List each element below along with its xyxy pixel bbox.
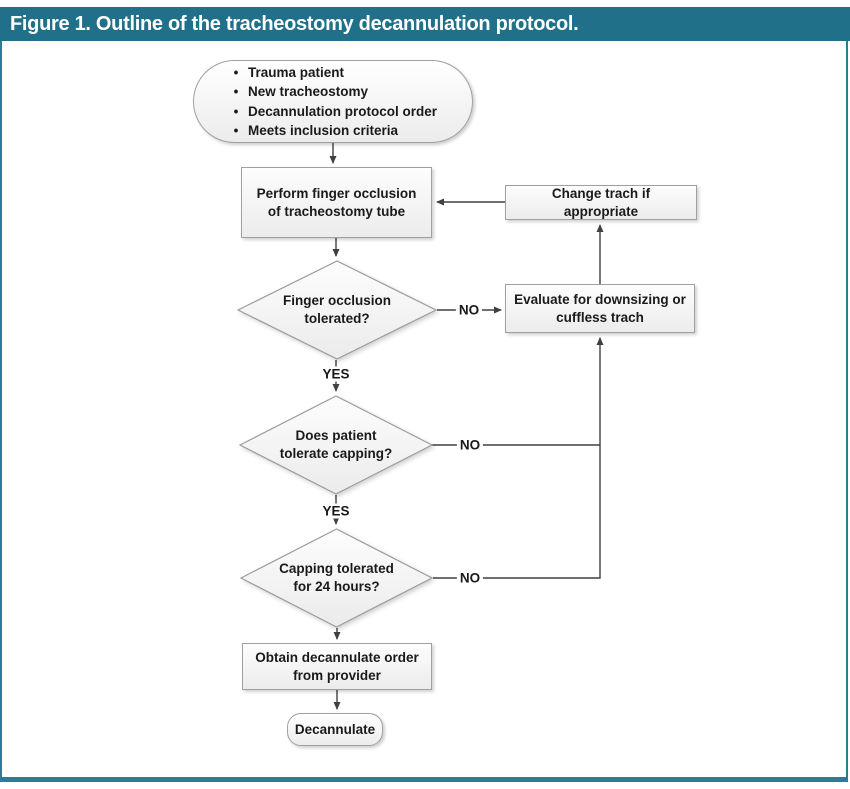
- node-label: Decannulate: [294, 721, 376, 737]
- bullet-icon: •: [233, 123, 239, 138]
- branch-label-no: NO: [455, 302, 483, 318]
- list-item: • Trauma patient: [224, 63, 437, 83]
- branch-label-yes: YES: [319, 366, 353, 382]
- criteria-text: New tracheostomy: [248, 84, 369, 99]
- figure-title: Figure 1. Outline of the tracheostomy de…: [10, 12, 579, 35]
- branch-label-no: NO: [456, 570, 484, 586]
- list-item: • Decannulation protocol order: [224, 102, 437, 122]
- figure-title-bar: Figure 1. Outline of the tracheostomy de…: [0, 7, 850, 41]
- list-item: • Meets inclusion criteria: [224, 121, 437, 141]
- diamond-shape: [239, 395, 433, 495]
- branch-label-yes: YES: [319, 503, 353, 519]
- node-label: Finger occlusion tolerated?: [282, 293, 391, 326]
- process-change-trach: Change trach if appropriate: [505, 185, 697, 220]
- branch-label-no: NO: [456, 437, 484, 453]
- diamond-shape: [240, 528, 433, 628]
- criteria-text: Trauma patient: [248, 64, 345, 80]
- node-label: Does patient tolerate capping?: [279, 428, 393, 461]
- criteria-text: Meets inclusion criteria: [248, 123, 399, 138]
- decision-capping-24h: Capping tolerated for 24 hours?: [240, 528, 433, 628]
- end-decannulate-oval: Decannulate: [287, 713, 383, 746]
- node-label: Perform finger occlusion of tracheostomy…: [256, 185, 417, 219]
- criteria-list: • Trauma patient • New tracheostomy • De…: [224, 63, 437, 141]
- process-obtain-order: Obtain decannulate order from provider: [242, 643, 432, 690]
- criteria-text: Decannulation protocol order: [248, 103, 438, 119]
- process-perform-occlusion: Perform finger occlusion of tracheostomy…: [241, 167, 432, 238]
- bullet-icon: •: [233, 64, 239, 80]
- decision-occlusion-tolerated: Finger occlusion tolerated?: [237, 260, 437, 360]
- diamond-shape: [237, 260, 437, 360]
- bullet-icon: •: [233, 103, 239, 119]
- start-criteria-oval: • Trauma patient • New tracheostomy • De…: [193, 60, 473, 143]
- bullet-icon: •: [233, 84, 239, 99]
- node-label: Evaluate for downsizing or cuffless trac…: [514, 291, 686, 325]
- decision-tolerate-capping: Does patient tolerate capping?: [239, 395, 433, 495]
- node-label: Capping tolerated for 24 hours?: [279, 561, 394, 594]
- node-label: Change trach if appropriate: [551, 185, 651, 219]
- list-item: • New tracheostomy: [224, 82, 437, 102]
- node-label: Obtain decannulate order from provider: [255, 649, 419, 683]
- process-evaluate-downsizing: Evaluate for downsizing or cuffless trac…: [505, 284, 695, 333]
